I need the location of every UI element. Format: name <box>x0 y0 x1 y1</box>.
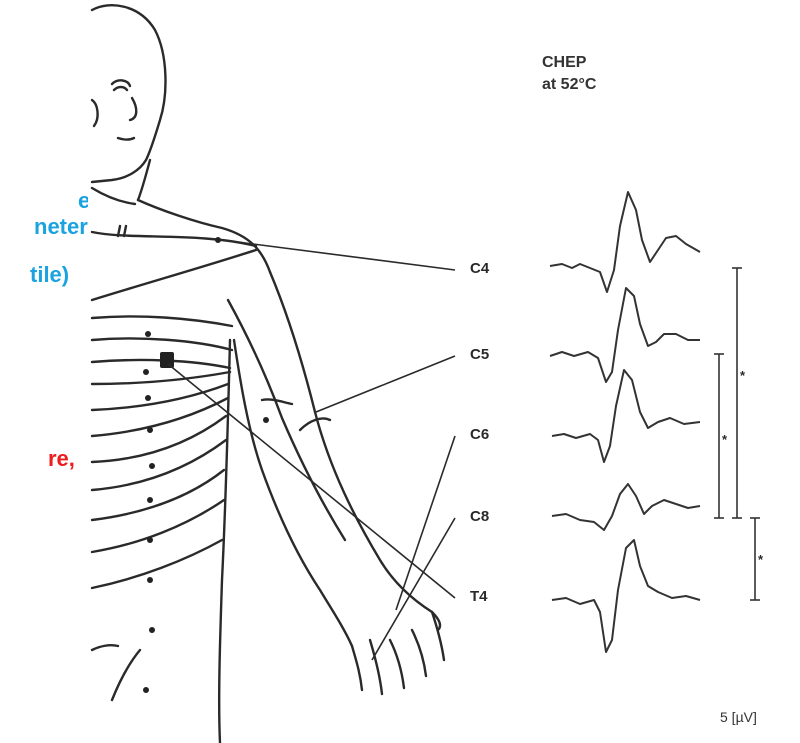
trace-c4 <box>550 192 700 292</box>
trace-t4 <box>552 540 700 652</box>
chep-title: CHEP at 52°C <box>542 52 596 96</box>
label-t4: T4 <box>470 588 488 605</box>
label-c8: C8 <box>470 508 489 525</box>
trace-c5 <box>550 288 700 382</box>
ear-outline <box>92 100 98 126</box>
title-line-1: CHEP <box>542 52 596 74</box>
chep-traces <box>550 192 700 652</box>
trace-c8 <box>552 484 700 530</box>
annotation-blue-line-3: tile) <box>30 262 69 288</box>
annotation-red-line: re, <box>48 446 75 472</box>
significance-mark-3: * <box>758 552 763 567</box>
annotation-blue-line-1: e <box>78 188 88 214</box>
title-line-2: at 52°C <box>542 74 596 96</box>
scale-label: 5 [µV] <box>720 709 757 725</box>
arm-outline-inner <box>234 340 352 646</box>
significance-mark-2: * <box>722 432 727 447</box>
label-c5: C5 <box>470 346 489 363</box>
head-outline <box>92 5 165 182</box>
label-c6: C6 <box>470 426 489 443</box>
annotation-blue-line-2: neter <box>34 214 88 240</box>
significance-brackets <box>714 268 760 600</box>
significance-mark-1: * <box>740 368 745 383</box>
hand-outline <box>352 612 444 694</box>
cropped-annotation: e neter tile) re, <box>0 0 88 743</box>
trace-c6 <box>552 370 700 462</box>
label-c4: C4 <box>470 260 489 277</box>
